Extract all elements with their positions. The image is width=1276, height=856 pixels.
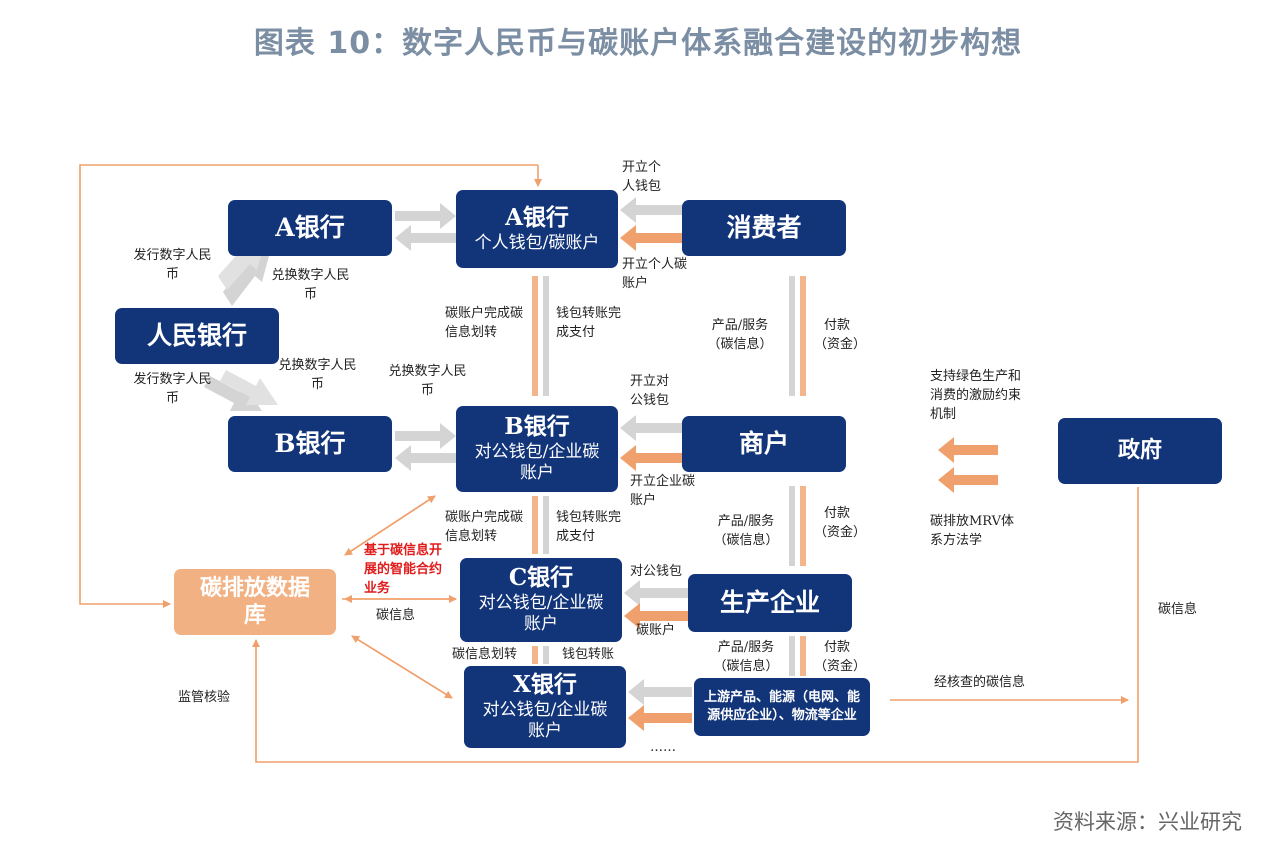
product-service-label-1: 产品/服务（碳信息）: [707, 318, 773, 352]
product-service-label-2: 产品/服务（碳信息）: [713, 514, 779, 548]
merchant-label: 商户: [738, 429, 789, 459]
payment-label-3: 付款（资金）: [814, 640, 867, 674]
payment-label-1: 付款（资金）: [814, 318, 867, 352]
issue-dcep-label-2: 发行数字人民币: [133, 372, 212, 406]
upstream-enterprises-box: 上游产品、能源（电网、能源供应企业）、物流等企业: [694, 678, 870, 736]
pboc-label: 人民银行: [146, 321, 247, 351]
b-bank-box: B银行: [228, 416, 392, 472]
c-bank-wallet-subtitle: 对公钱包/企业碳账户: [478, 593, 604, 635]
open-corp-wallet-label: 开立对公钱包: [630, 374, 670, 408]
incentive-mechanism-label: 支持绿色生产和消费的激励约束机制: [930, 369, 1022, 422]
vertical-connectors: [532, 276, 806, 676]
a-bank-wallet-subtitle: 个人钱包/碳账户: [474, 232, 600, 253]
block-arrows: [204, 197, 998, 731]
corp-wallet-label: 对公钱包: [630, 564, 683, 579]
smart-contract-label: 基于碳信息开展的智能合约业务: [364, 543, 443, 596]
government-label: 政府: [1117, 437, 1162, 464]
carbon-info-label-2: 碳信息: [1158, 602, 1198, 617]
x-bank-wallet-subtitle: 对公钱包/企业碳账户: [482, 700, 608, 742]
c-bank-wallet-box: C银行 对公钱包/企业碳账户: [460, 558, 622, 642]
carbon-transfer-label-1: 碳账户完成碳信息划转: [445, 306, 524, 340]
carbon-account-label: 碳账户: [636, 623, 676, 638]
consumer-box: 消费者: [682, 200, 846, 256]
exchange-dcep-label-2: 兑换数字人民币: [278, 358, 357, 392]
a-bank-label: A银行: [275, 213, 345, 243]
government-box: 政府: [1058, 418, 1222, 484]
open-personal-wallet-label: 开立个人钱包: [622, 160, 662, 194]
wallet-transfer-label-2: 钱包转账完成支付: [556, 510, 622, 544]
open-corp-carbon-label: 开立企业碳账户: [630, 474, 696, 508]
x-bank-wallet-title: X银行: [513, 671, 577, 699]
product-service-label-3: 产品/服务（碳信息）: [713, 640, 779, 674]
exchange-dcep-label-3: 兑换数字人民币: [388, 364, 467, 398]
b-bank-wallet-title: B银行: [504, 413, 570, 441]
b-bank-wallet-subtitle: 对公钱包/企业碳账户: [474, 442, 600, 484]
exchange-dcep-label-1: 兑换数字人民币: [271, 268, 350, 302]
producer-label: 生产企业: [719, 588, 820, 618]
merchant-box: 商户: [682, 416, 846, 472]
source-note: 资料来源：兴业研究: [1053, 810, 1242, 834]
consumer-label: 消费者: [726, 213, 802, 243]
wallet-transfer-label-1: 钱包转账完成支付: [556, 306, 622, 340]
carbon-database-box: 碳排放数据库: [174, 569, 336, 635]
a-bank-box: A银行: [228, 200, 392, 256]
carbon-info-transfer-label: 碳信息划转: [452, 647, 518, 662]
carbon-database-label: 碳排放数据库: [199, 574, 310, 629]
pboc-box: 人民银行: [115, 308, 279, 364]
supervision-label: 监管核验: [178, 690, 231, 705]
carbon-info-label-1: 碳信息: [376, 608, 416, 623]
carbon-transfer-label-2: 碳账户完成碳信息划转: [445, 510, 524, 544]
issue-dcep-label-1: 发行数字人民币: [133, 248, 212, 282]
b-bank-wallet-box: B银行 对公钱包/企业碳账户: [456, 406, 618, 492]
verified-carbon-info-label: 经核查的碳信息: [934, 675, 1026, 690]
outer-loop-lines: [79, 164, 1139, 763]
a-bank-wallet-title: A银行: [505, 204, 569, 231]
b-bank-label: B银行: [274, 429, 346, 459]
payment-label-2: 付款（资金）: [814, 506, 867, 540]
ellipsis-label: ……: [650, 740, 676, 755]
c-bank-wallet-title: C银行: [508, 564, 574, 592]
open-personal-carbon-label: 开立个人碳账户: [622, 257, 688, 291]
a-bank-wallet-box: A银行 个人钱包/碳账户: [456, 190, 618, 268]
producer-box: 生产企业: [688, 574, 852, 632]
page-title: 图表 10：数字人民币与碳账户体系融合建设的初步构想: [253, 26, 1023, 61]
wallet-transfer-label-3: 钱包转账: [562, 647, 615, 662]
mrv-methodology-label: 碳排放MRV体系方法学: [930, 514, 1015, 548]
upstream-enterprises-label: 上游产品、能源（电网、能源供应企业）、物流等企业: [703, 690, 860, 723]
x-bank-wallet-box: X银行 对公钱包/企业碳账户: [464, 666, 626, 748]
